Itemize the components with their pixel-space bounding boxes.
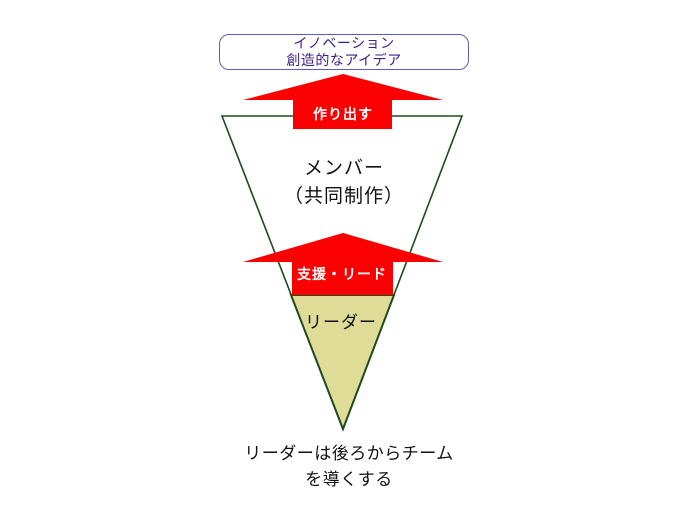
leader-label: リーダー (305, 313, 377, 332)
innovation-line1: イノベーション (293, 35, 395, 51)
arrow-support-label: 支援・リード (297, 266, 387, 282)
caption-line1: リーダーは後ろからチーム (244, 444, 454, 463)
member-line2: （共同制作） (283, 186, 405, 207)
arrow-up-create (243, 74, 443, 129)
arrow-create-label: 作り出す (313, 106, 373, 122)
innovation-box: イノベーション 創造的なアイデア (219, 34, 469, 70)
caption-line2: を導くする (305, 470, 393, 489)
member-line1: メンバー (303, 158, 385, 179)
arrow-up-support (243, 233, 443, 295)
innovation-line2: 創造的なアイデア (286, 52, 402, 68)
